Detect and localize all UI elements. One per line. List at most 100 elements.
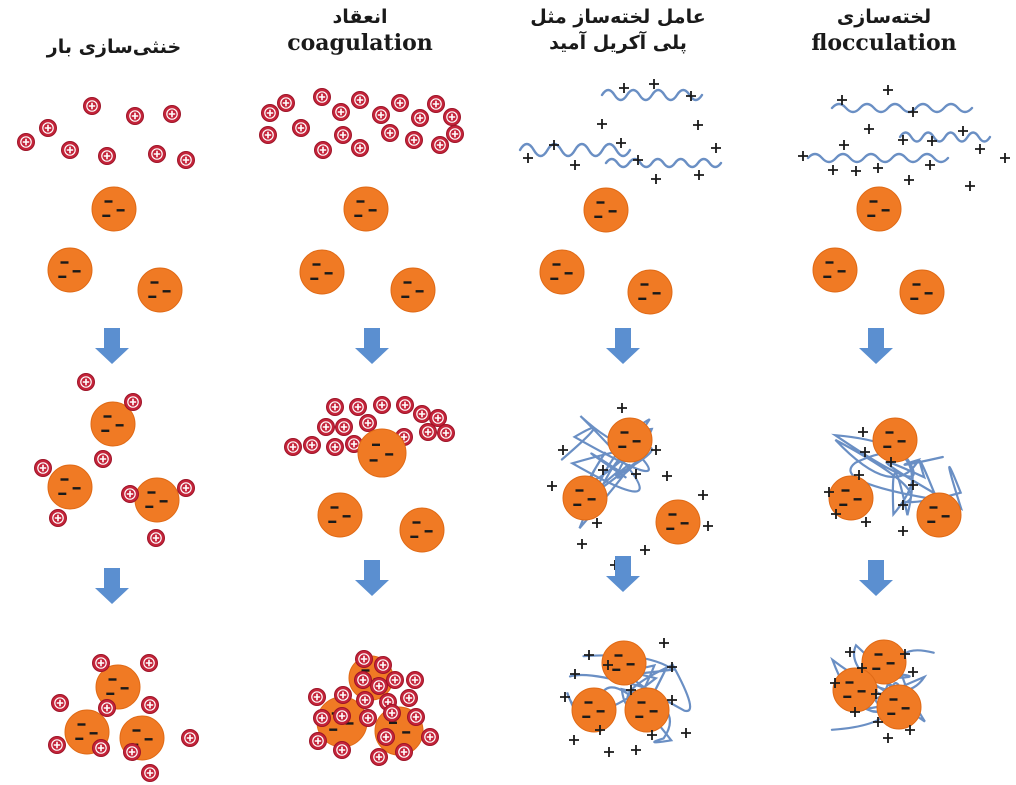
positive-ion-icon [141, 696, 159, 714]
positive-ion-icon [334, 686, 352, 704]
title-coagulation: انعقاد coagulation [240, 4, 480, 56]
positive-ion-icon [333, 707, 351, 725]
negative-particle-icon [856, 186, 902, 232]
negative-particle-icon [299, 249, 345, 295]
negative-particle-icon [899, 269, 945, 315]
plus-charge-icon [905, 725, 915, 735]
polymer-chain [604, 157, 723, 169]
negative-particle-icon [91, 186, 137, 232]
positive-ion-icon [98, 147, 116, 165]
plus-charge-icon [584, 650, 594, 660]
positive-ion-icon [141, 764, 159, 782]
plus-charge-icon [560, 692, 570, 702]
down-arrow-icon [355, 560, 389, 596]
title-fa-coagulation: انعقاد [332, 6, 388, 28]
down-arrow-icon [355, 328, 389, 364]
negative-particle-icon [861, 639, 907, 685]
plus-charge-icon [667, 695, 677, 705]
positive-ion-icon [303, 436, 321, 454]
positive-ion-icon [333, 741, 351, 759]
plus-charge-icon [871, 689, 881, 699]
plus-charge-icon [886, 457, 896, 467]
positive-ion-icon [61, 141, 79, 159]
plus-charge-icon [828, 165, 838, 175]
plus-charge-icon [927, 136, 937, 146]
plus-charge-icon [558, 445, 568, 455]
positive-ion-icon [94, 450, 112, 468]
negative-particle-icon [607, 417, 653, 463]
positive-ion-icon [148, 145, 166, 163]
negative-particle-icon [583, 187, 629, 233]
title-fa-flocculant-line1: عامل لخته‌ساز مثل [530, 6, 706, 28]
positive-ion-icon [77, 373, 95, 391]
plus-charge-icon [898, 500, 908, 510]
title-en-coagulation: coagulation [287, 30, 433, 56]
positive-ion-icon [51, 694, 69, 712]
positive-ion-icon [391, 94, 409, 112]
positive-ion-icon [395, 743, 413, 761]
positive-ion-icon [429, 409, 447, 427]
positive-ion-icon [351, 139, 369, 157]
positive-ion-icon [431, 136, 449, 154]
positive-ion-icon [370, 677, 388, 695]
plus-charge-icon [577, 539, 587, 549]
plus-charge-icon [965, 181, 975, 191]
positive-ion-icon [39, 119, 57, 137]
plus-charge-icon [617, 403, 627, 413]
plus-charge-icon [839, 140, 849, 150]
plus-charge-icon [631, 469, 641, 479]
down-arrow-icon [606, 556, 640, 592]
plus-charge-icon [694, 170, 704, 180]
plus-charge-icon [711, 143, 721, 153]
positive-ion-icon [34, 459, 52, 477]
negative-particle-icon [399, 507, 445, 553]
plus-charge-icon [831, 509, 841, 519]
negative-particle-icon [916, 492, 962, 538]
positive-ion-icon [377, 728, 395, 746]
plus-charge-icon [860, 447, 870, 457]
positive-ion-icon [370, 748, 388, 766]
positive-ion-icon [313, 88, 331, 106]
plus-charge-icon [598, 465, 608, 475]
negative-particle-icon [343, 186, 389, 232]
positive-ion-icon [124, 393, 142, 411]
negative-particle-icon [90, 401, 136, 447]
plus-charge-icon [597, 119, 607, 129]
positive-ion-icon [121, 485, 139, 503]
negative-particle-icon [571, 687, 617, 733]
down-arrow-icon [95, 328, 129, 364]
positive-ion-icon [177, 151, 195, 169]
plus-charge-icon [659, 638, 669, 648]
plus-charge-icon [703, 521, 713, 531]
polymer-chain [830, 102, 974, 114]
polymer-chain [600, 88, 704, 102]
polymer-chain [806, 152, 950, 164]
positive-ion-icon [405, 131, 423, 149]
plus-charge-icon [857, 663, 867, 673]
plus-charge-icon [851, 166, 861, 176]
negative-particle-icon [357, 428, 407, 478]
positive-ion-icon [317, 418, 335, 436]
plus-charge-icon [604, 747, 614, 757]
positive-ion-icon [411, 109, 429, 127]
negative-particle-icon [95, 664, 141, 710]
plus-charge-icon [854, 470, 864, 480]
plus-charge-icon [925, 160, 935, 170]
negative-particle-icon [390, 267, 436, 313]
positive-ion-icon [349, 398, 367, 416]
positive-ion-icon [374, 656, 392, 674]
plus-charge-icon [908, 480, 918, 490]
positive-ion-icon [83, 97, 101, 115]
negative-particle-icon [624, 687, 670, 733]
positive-ion-icon [261, 104, 279, 122]
positive-ion-icon [48, 736, 66, 754]
positive-ion-icon [334, 126, 352, 144]
plus-charge-icon [693, 120, 703, 130]
plus-charge-icon [616, 138, 626, 148]
positive-ion-icon [49, 509, 67, 527]
positive-ion-icon [443, 108, 461, 126]
positive-ion-icon [277, 94, 295, 112]
title-fa-flocculant-line2: پلی آکریل آمید [549, 32, 687, 54]
polymer-chain [898, 131, 992, 143]
